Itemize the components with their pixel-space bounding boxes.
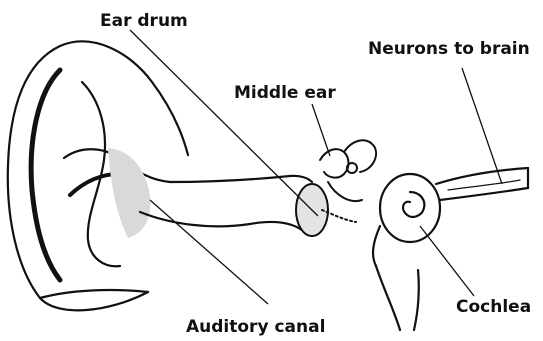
cochlea-leader [420,226,474,296]
neurons-to-brain-label: Neurons to brain [368,39,530,59]
concha-shading [108,148,150,238]
cochlea-label: Cochlea [456,297,531,317]
middle-ear-leader [312,104,330,156]
ear-drum-leader [130,30,318,216]
cochlea-shape [373,174,440,330]
middle-ear-label: Middle ear [234,83,336,103]
leader-lines [130,30,502,304]
auditory-canal-leader [150,200,268,304]
neuron-bundle [436,168,528,200]
auditory-canal-label: Auditory canal [186,317,325,337]
outer-ear [8,41,188,310]
neurons-leader [462,68,502,184]
ear-drum-label: Ear drum [100,11,188,31]
